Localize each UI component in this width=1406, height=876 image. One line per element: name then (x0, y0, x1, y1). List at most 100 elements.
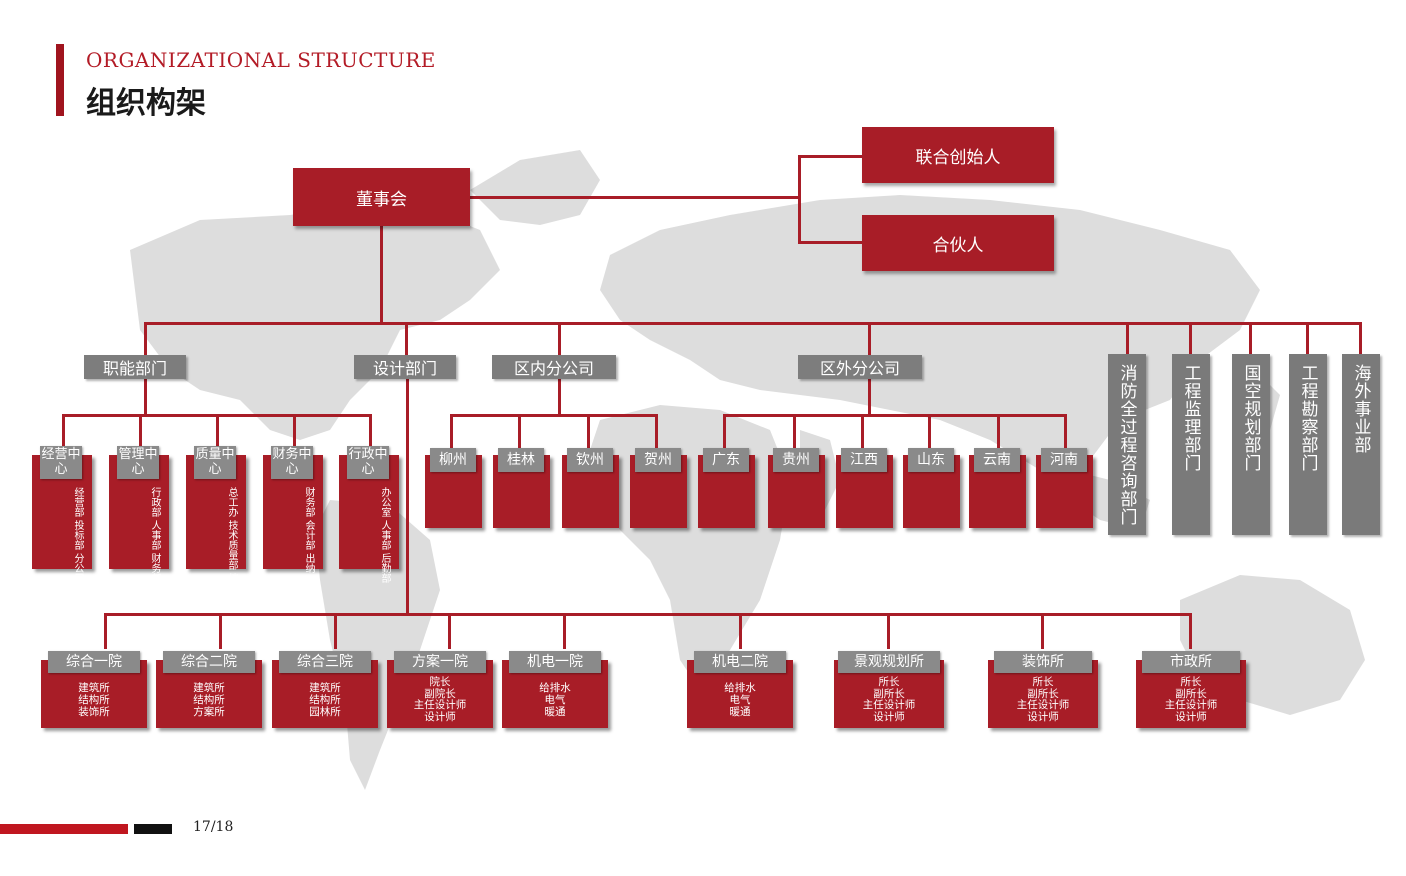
institute-item: 所长 (878, 676, 900, 688)
institute-item: 副所长 (1027, 687, 1059, 700)
group-design: 设计部门 (354, 355, 456, 379)
dept-label: 工程勘察部门 (1297, 364, 1318, 472)
institute-item: 副所长 (873, 687, 905, 700)
founders-label: 联合创始人 (915, 147, 1001, 168)
institute-item: 副院长 (424, 687, 456, 700)
partners-label: 合伙人 (932, 235, 984, 256)
center-item: 经营部 (72, 487, 83, 517)
institute-item: 装饰所 (78, 706, 110, 718)
institute-item: 结构所 (309, 694, 341, 706)
institute-items: 建筑所 结构所 方案所 (156, 682, 262, 718)
center-item: 技术质量部 (226, 520, 237, 571)
page-title: 组织构架 (86, 86, 206, 121)
institute-label: 装饰所 (994, 651, 1092, 673)
center-items: 经营部 投标部 分公司管理 (71, 487, 84, 603)
institute-label: 景观规划所 (838, 651, 940, 673)
dept-overseas: 海外事业部 (1342, 354, 1380, 535)
institute-item: 方案所 (193, 706, 225, 718)
institute-label: 综合二院 (163, 651, 255, 673)
institute-item: 主任设计师 (862, 699, 916, 711)
institute-items: 院长 副院长 主任设计师 设计师 (387, 676, 493, 723)
institute-item: 暖通 (729, 706, 751, 718)
dept-fire-consulting: 消防全过程咨询部门 (1108, 354, 1146, 535)
branch-label: 江西 (841, 448, 887, 472)
institute-item: 设计师 (1175, 710, 1207, 723)
institute-item: 设计师 (424, 710, 456, 723)
institute-item: 电气 (544, 694, 566, 706)
page-number: 17/18 (193, 819, 234, 835)
dept-spatial-planning: 国空规划部门 (1232, 354, 1270, 535)
center-item: 总工办 (226, 487, 237, 517)
group-regional-in: 区内分公司 (492, 355, 616, 379)
institute-item: 结构所 (193, 694, 225, 706)
center-item: 财务部 (149, 553, 160, 584)
branch-label: 云南 (974, 448, 1020, 472)
center-label: 管理中心 (117, 446, 159, 479)
center-label: 经营中心 (40, 446, 82, 479)
institute-items: 给排水 电气 暖通 (687, 682, 793, 718)
center-item: 人事部 (149, 520, 160, 551)
branch-label: 柳州 (430, 448, 476, 472)
center-item: 档案管理 (226, 573, 237, 614)
group-functional: 职能部门 (84, 355, 186, 379)
branch-label: 钦州 (567, 448, 613, 472)
institute-item: 给排水 (539, 682, 571, 694)
institute-label: 综合一院 (48, 651, 140, 673)
center-item: 出纳 (303, 553, 314, 574)
center-item: 会计部 (303, 520, 314, 551)
dept-label: 海外事业部 (1350, 364, 1371, 454)
center-items: 办公室 人事部 后勤部 (378, 487, 391, 583)
institute-items: 给排水 电气 暖通 (502, 682, 608, 718)
institute-item: 给排水 (724, 682, 756, 694)
institute-label: 市政所 (1142, 651, 1240, 673)
branch-label: 桂林 (498, 448, 544, 472)
group-design-label: 设计部门 (372, 359, 437, 378)
dept-label: 工程监理部门 (1180, 364, 1201, 472)
institute-item: 副所长 (1175, 687, 1207, 700)
institute-item: 电气 (729, 694, 751, 706)
center-item: 分公司管理 (72, 553, 83, 604)
institute-item: 主任设计师 (413, 699, 467, 711)
partners-box: 合伙人 (862, 215, 1054, 271)
center-label: 质量中心 (194, 446, 236, 479)
institute-items: 所长 副所长 主任设计师 设计师 (1136, 676, 1246, 723)
center-item: 行政部 (149, 487, 160, 517)
branch-label: 山东 (908, 448, 954, 472)
dept-label: 国空规划部门 (1240, 364, 1261, 472)
institute-label: 机电二院 (694, 651, 786, 673)
branch-label: 河南 (1041, 448, 1087, 472)
institute-item: 所长 (1032, 676, 1054, 688)
institute-items: 所长 副所长 主任设计师 设计师 (988, 676, 1098, 723)
center-item: 办公室 (379, 487, 390, 517)
group-functional-label: 职能部门 (102, 359, 167, 378)
institute-item: 设计师 (873, 710, 905, 723)
dept-survey: 工程勘察部门 (1289, 354, 1327, 535)
institute-label: 方案一院 (394, 651, 486, 673)
branch-label: 广东 (703, 448, 749, 472)
board-box: 董事会 (293, 168, 470, 226)
dept-supervision: 工程监理部门 (1172, 354, 1210, 535)
institute-item: 院长 (429, 676, 451, 688)
center-items: 财务部 会计部 出纳 (302, 487, 315, 573)
institute-items: 建筑所 结构所 园林所 (272, 682, 378, 718)
institute-item: 建筑所 (193, 682, 225, 694)
institute-item: 主任设计师 (1016, 699, 1070, 711)
institute-item: 建筑所 (309, 682, 341, 694)
title-accent-bar (56, 44, 64, 116)
center-label: 财务中心 (271, 446, 313, 479)
institute-item: 主任设计师 (1164, 699, 1218, 711)
institute-item: 建筑所 (78, 682, 110, 694)
board-label: 董事会 (356, 189, 407, 210)
center-item: 人事部 (379, 520, 390, 551)
institute-label: 综合三院 (279, 651, 371, 673)
institute-label: 机电一院 (509, 651, 601, 673)
title-english: ORGANIZATIONAL STRUCTURE (86, 48, 436, 72)
center-item: 投标部 (72, 520, 83, 551)
institute-item: 设计师 (1027, 710, 1059, 723)
center-items: 行政部 人事部 财务部 (148, 487, 161, 583)
center-items: 总工办 技术质量部 档案管理 (225, 487, 238, 613)
branch-label: 贵州 (773, 448, 819, 472)
branch-label: 贺州 (635, 448, 681, 472)
institute-item: 结构所 (78, 694, 110, 706)
group-regional-out-label: 区外分公司 (819, 359, 900, 378)
